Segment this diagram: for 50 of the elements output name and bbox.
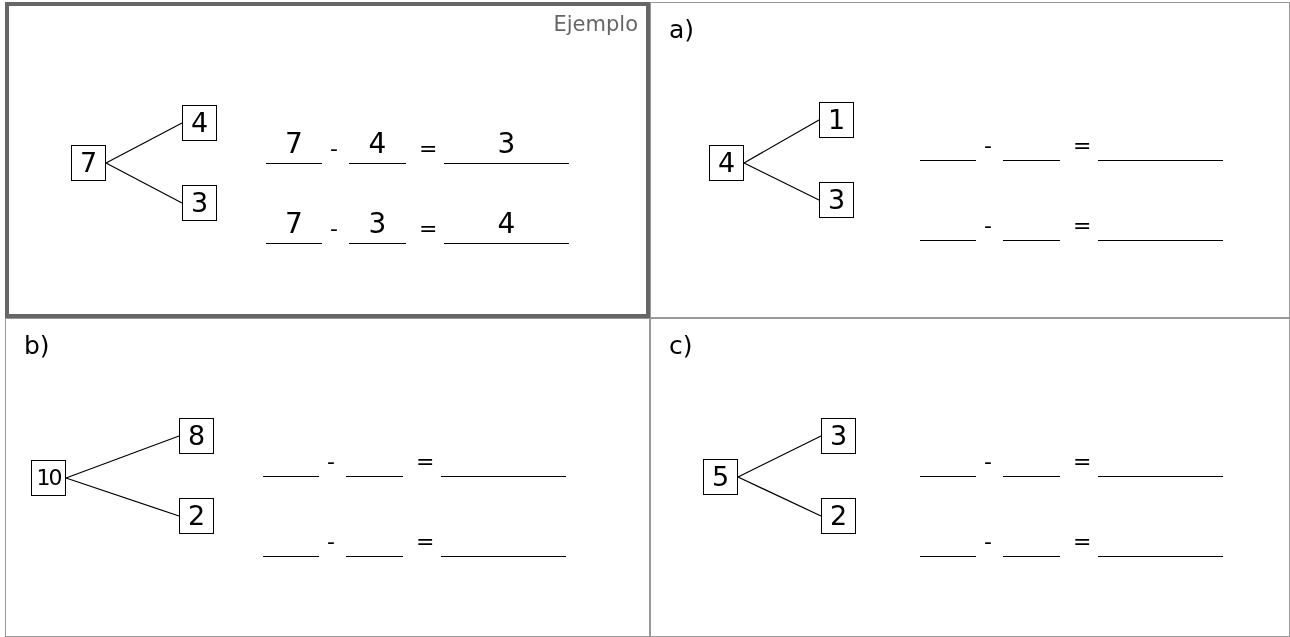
- minus-sign: -: [984, 449, 992, 475]
- number-box: 3: [821, 418, 856, 454]
- exercise-label: c): [669, 331, 693, 360]
- connector-line: [105, 162, 183, 204]
- minus-sign: -: [330, 136, 338, 162]
- exercise-label: b): [24, 331, 50, 360]
- connector-line: [743, 162, 820, 201]
- number-box: 4: [709, 145, 744, 181]
- equals-sign: =: [419, 216, 438, 242]
- worksheet-panel: [650, 318, 1290, 637]
- exercise-label: a): [669, 15, 695, 44]
- equals-sign: =: [1073, 133, 1092, 159]
- answer-digit: 4: [367, 128, 388, 160]
- number-box: 5: [703, 459, 738, 495]
- equals-sign: =: [1073, 213, 1092, 239]
- answer-digit: 3: [367, 208, 388, 240]
- connector-line: [105, 122, 183, 164]
- minus-sign: -: [984, 133, 992, 159]
- connector-line: [65, 477, 180, 517]
- equals-sign: =: [419, 136, 438, 162]
- number-box: 2: [179, 498, 214, 534]
- answer-digit: 3: [496, 128, 517, 160]
- worksheet-panel: [5, 2, 650, 318]
- worksheet-panel: [650, 2, 1290, 318]
- minus-sign: -: [327, 449, 335, 475]
- equals-sign: =: [416, 529, 435, 555]
- answer-digit: 7: [284, 208, 304, 240]
- answer-digit: 4: [496, 208, 517, 240]
- number-box: 1: [819, 102, 854, 138]
- number-box: 10: [31, 460, 66, 496]
- connector-line: [743, 119, 820, 164]
- number-box: 8: [179, 418, 214, 454]
- minus-sign: -: [984, 213, 992, 239]
- number-box: 2: [821, 498, 856, 534]
- connector-line: [737, 476, 822, 517]
- number-box: 4: [182, 105, 217, 141]
- minus-sign: -: [984, 529, 992, 555]
- minus-sign: -: [327, 529, 335, 555]
- minus-sign: -: [330, 216, 338, 242]
- equals-sign: =: [416, 449, 435, 475]
- number-box: 3: [819, 182, 854, 218]
- example-tag: Ejemplo: [553, 12, 638, 36]
- equals-sign: =: [1073, 449, 1092, 475]
- equals-sign: =: [1073, 529, 1092, 555]
- worksheet-panel: [5, 318, 650, 637]
- number-box: 3: [182, 185, 217, 221]
- answer-digit: 7: [284, 128, 304, 160]
- connector-line: [65, 435, 180, 479]
- number-box: 7: [71, 145, 106, 181]
- connector-line: [737, 435, 822, 478]
